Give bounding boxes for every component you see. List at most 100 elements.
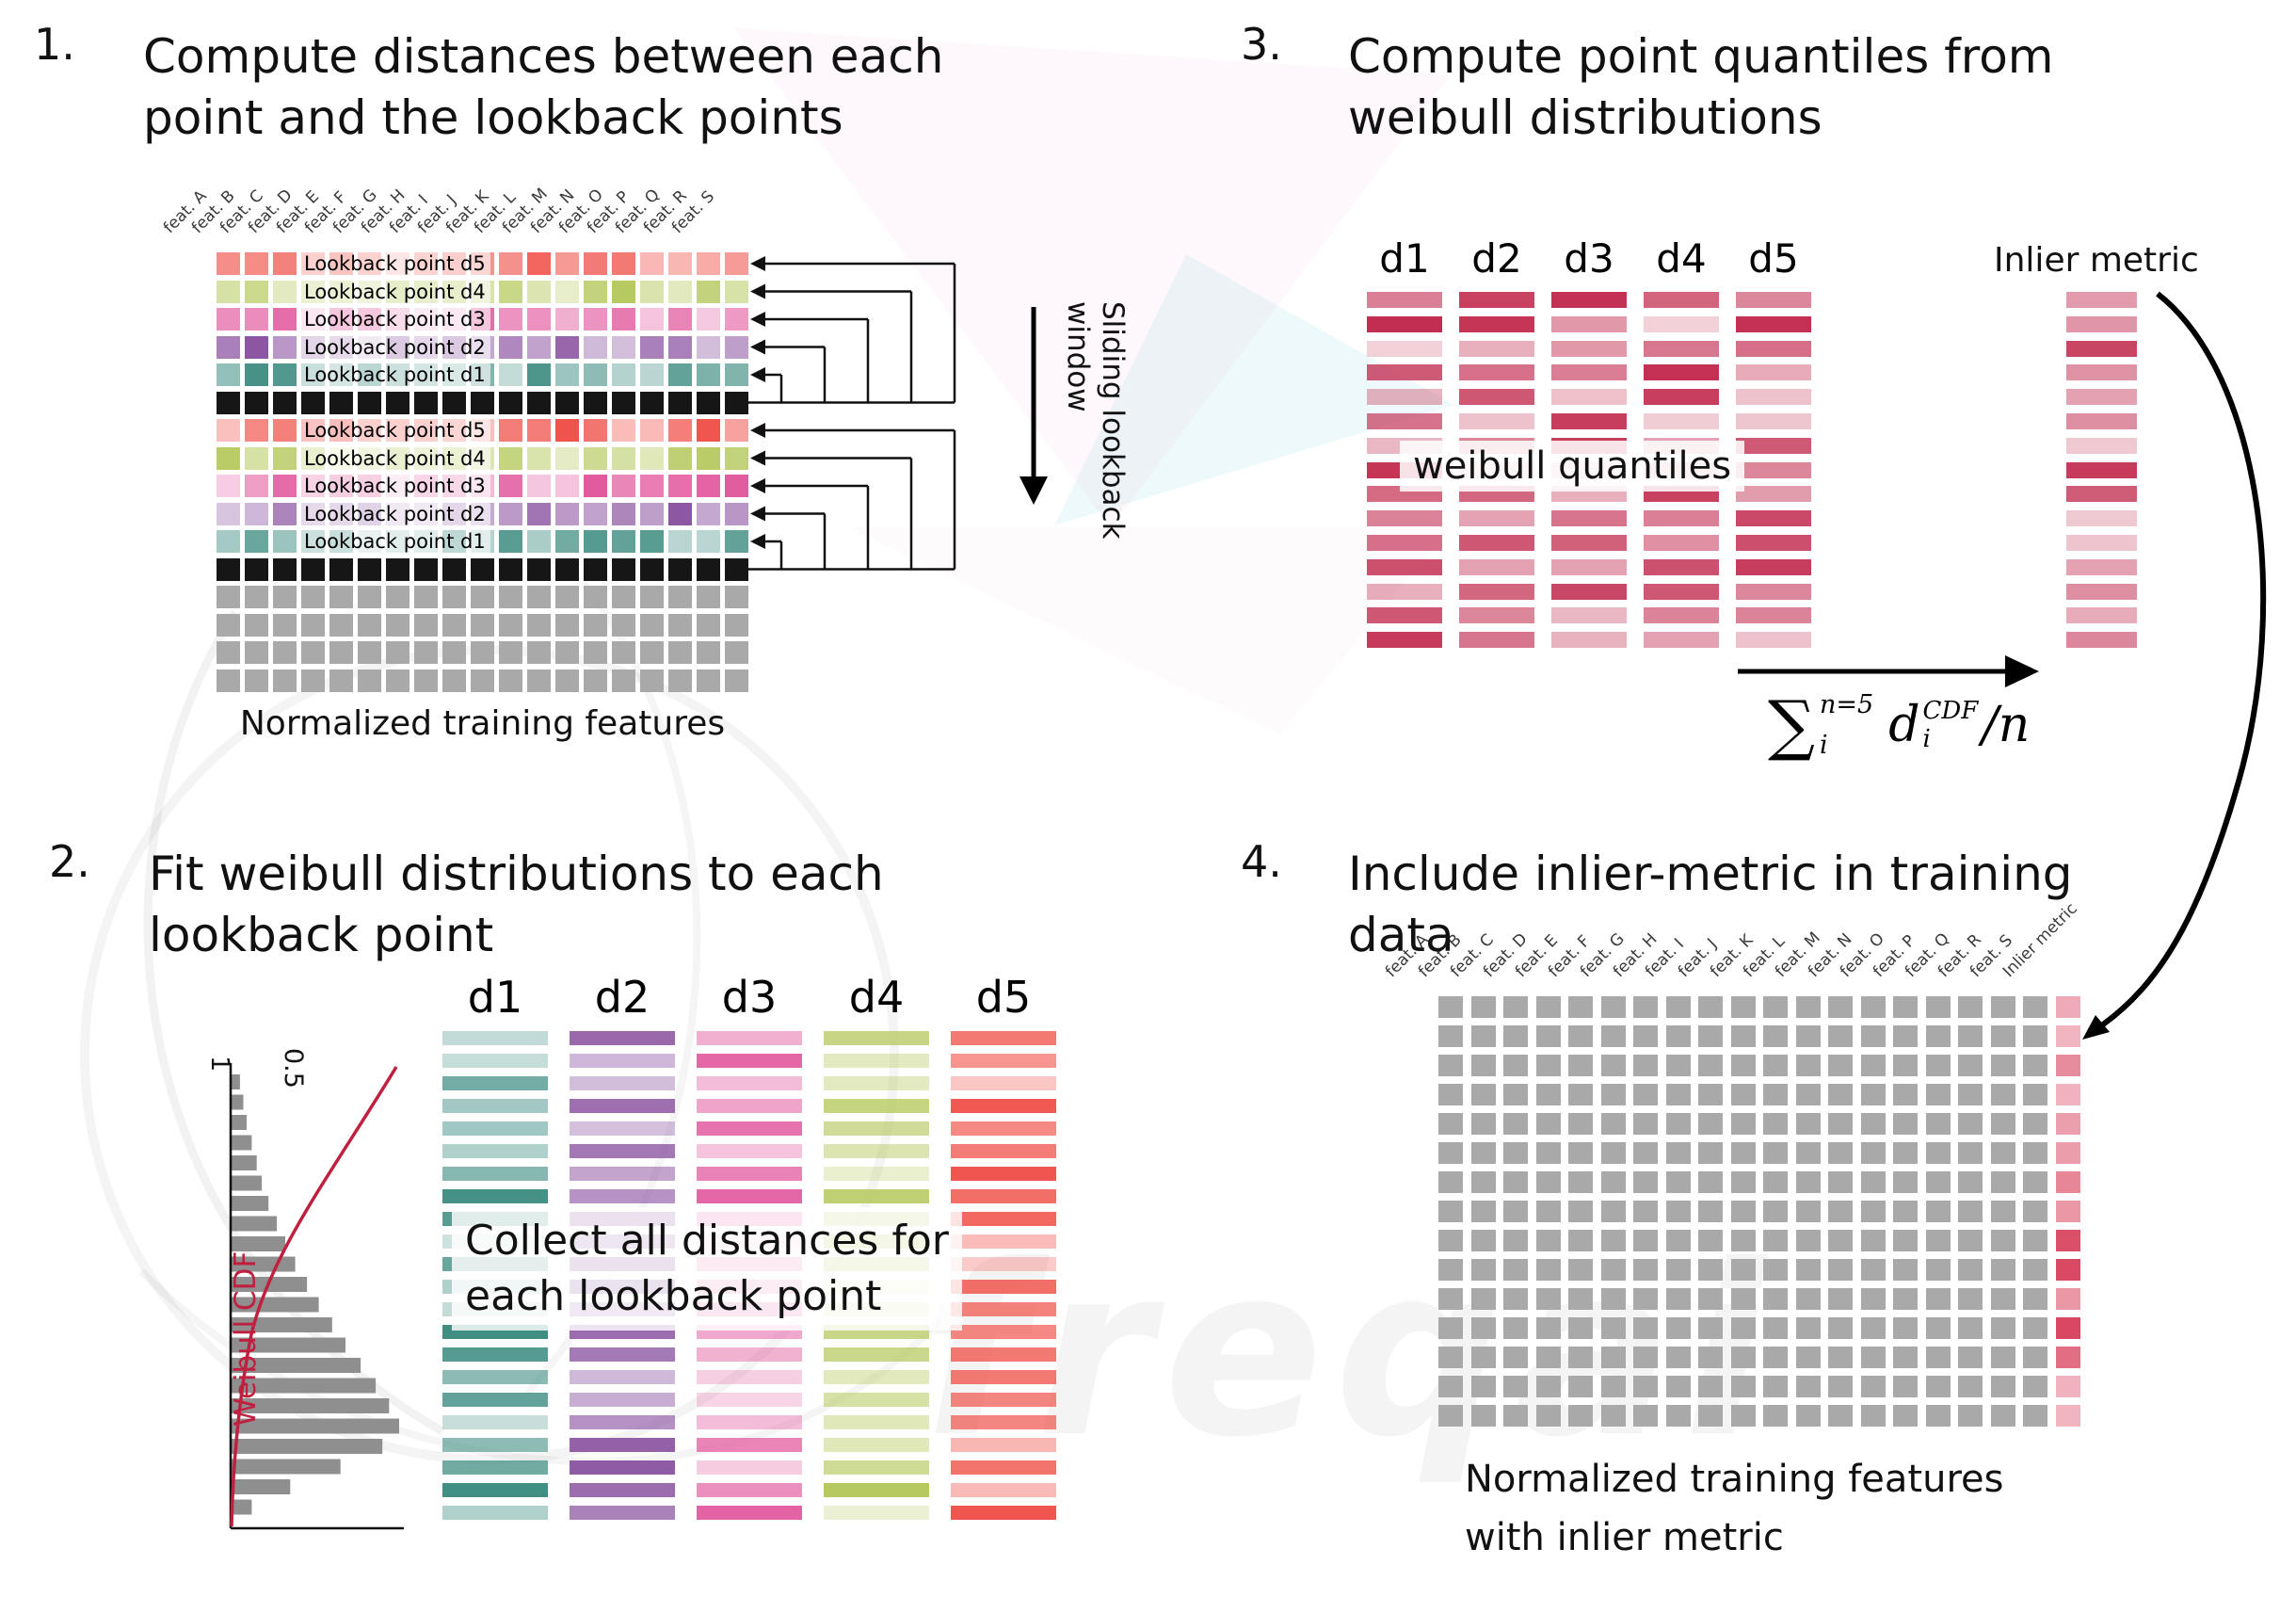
lookback-row-label: Lookback point d3 bbox=[299, 475, 490, 497]
grid-cell bbox=[1698, 1288, 1723, 1310]
grid-cell bbox=[1600, 1084, 1626, 1105]
grid-cell bbox=[1568, 1084, 1593, 1105]
grid-cell bbox=[612, 308, 635, 331]
inlier-cell bbox=[2055, 1171, 2080, 1193]
grid-cell bbox=[1730, 1288, 1756, 1310]
grid-cell bbox=[1698, 1142, 1723, 1164]
grid-cell bbox=[217, 502, 240, 525]
grid-cell bbox=[612, 446, 635, 470]
grid-cell bbox=[358, 586, 381, 608]
distance-bar bbox=[824, 1144, 929, 1158]
grid-cell bbox=[329, 557, 353, 581]
quantile-bar bbox=[1367, 607, 1442, 624]
distance-bar bbox=[570, 1370, 675, 1384]
distance-bar bbox=[442, 1438, 548, 1452]
grid-cell bbox=[1568, 1142, 1593, 1164]
grid-cell bbox=[1925, 1259, 1951, 1281]
grid-cell bbox=[1633, 1171, 1658, 1193]
grid-cell bbox=[1958, 1288, 1983, 1310]
grid-cell bbox=[273, 391, 297, 414]
grid-cell bbox=[668, 280, 692, 303]
grid-cell bbox=[697, 419, 720, 442]
quantile-bar bbox=[1551, 510, 1627, 527]
grid-cell bbox=[414, 613, 438, 637]
grid-cell bbox=[1535, 1317, 1561, 1339]
distance-bar bbox=[697, 1506, 802, 1520]
grid-cell bbox=[1763, 1142, 1788, 1164]
distance-column-label: d3 bbox=[721, 972, 778, 1023]
grid-cell bbox=[612, 586, 635, 608]
quantile-bar bbox=[1736, 461, 1811, 478]
distance-term: d bbox=[1888, 697, 1920, 753]
grid-cell bbox=[640, 557, 664, 581]
grid-cell bbox=[1503, 1259, 1528, 1281]
quantile-bar bbox=[1459, 292, 1534, 308]
grid-cell bbox=[1535, 1113, 1561, 1135]
grid-cell bbox=[1763, 1259, 1788, 1281]
inlier-metric-bar bbox=[2066, 486, 2137, 503]
grid-cell bbox=[301, 669, 325, 692]
grid-cell bbox=[1568, 1201, 1593, 1222]
inlier-metric-formula: ∑ n=5 i d CDF i /n bbox=[1768, 690, 2030, 760]
grid-cell bbox=[1795, 1025, 1821, 1047]
grid-cell bbox=[1503, 1171, 1528, 1193]
quantile-bar bbox=[1459, 583, 1534, 600]
grid-cell bbox=[1763, 1230, 1788, 1251]
histogram-bar bbox=[232, 1317, 332, 1332]
distance-bar bbox=[951, 1234, 1056, 1249]
grid-cell bbox=[584, 308, 607, 331]
grid-cell bbox=[1730, 1171, 1756, 1193]
grid-cell bbox=[273, 280, 297, 303]
grid-cell bbox=[1925, 996, 1951, 1018]
grid-cell bbox=[527, 446, 551, 470]
grid-cell bbox=[1633, 1288, 1658, 1310]
grid-cell bbox=[2023, 1347, 2047, 1368]
grid-cell bbox=[1990, 1405, 2015, 1427]
grid-cell bbox=[1633, 996, 1658, 1018]
step-4-number: 4. bbox=[1241, 836, 1282, 887]
distance-bar bbox=[442, 1347, 548, 1362]
grid-cell bbox=[1438, 1376, 1463, 1397]
grid-cell bbox=[1958, 1113, 1983, 1135]
step-3-title-line1: Compute point quantiles from bbox=[1348, 29, 2054, 84]
distance-bar bbox=[570, 1031, 675, 1045]
grid-cell bbox=[2023, 1376, 2047, 1397]
grid-cell bbox=[725, 669, 748, 692]
grid-cell bbox=[1438, 1142, 1463, 1164]
grid-cell bbox=[1665, 1171, 1691, 1193]
grid-cell bbox=[612, 335, 635, 359]
grid-cell bbox=[217, 280, 240, 303]
quantile-bar bbox=[1736, 437, 1811, 454]
grid-cell bbox=[527, 280, 551, 303]
quantile-bar bbox=[1459, 535, 1534, 551]
grid-cell bbox=[1698, 1113, 1723, 1135]
sliding-window-label: Sliding lookback window bbox=[1060, 301, 1130, 540]
grid-cell bbox=[273, 475, 297, 497]
quantile-bar bbox=[1551, 558, 1627, 575]
distance-column-label: d2 bbox=[594, 972, 650, 1023]
grid-cell bbox=[725, 641, 748, 664]
grid-cell bbox=[1893, 1084, 1918, 1105]
grid-cell bbox=[217, 475, 240, 497]
grid-cell bbox=[217, 363, 240, 386]
grid-cell bbox=[668, 335, 692, 359]
grid-cell bbox=[1730, 1201, 1756, 1222]
grid-cell bbox=[1568, 1376, 1593, 1397]
grid-cell bbox=[1828, 1142, 1853, 1164]
grid-cell bbox=[1503, 996, 1528, 1018]
quantile-bar bbox=[1367, 583, 1442, 600]
grid-cell bbox=[612, 530, 635, 553]
grid-cell bbox=[584, 641, 607, 664]
distance-column-label: d1 bbox=[467, 972, 523, 1023]
quantile-bar bbox=[1551, 389, 1627, 406]
grid-cell bbox=[1600, 1171, 1626, 1193]
distance-bar bbox=[951, 1257, 1056, 1271]
grid-cell bbox=[2023, 996, 2047, 1018]
histogram-bar bbox=[232, 1094, 244, 1110]
histogram-bar bbox=[232, 1297, 319, 1313]
grid-cell bbox=[499, 475, 522, 497]
quantile-bar bbox=[1551, 632, 1627, 649]
quantile-bar bbox=[1644, 558, 1719, 575]
grid-cell bbox=[442, 641, 466, 664]
grid-cell bbox=[668, 613, 692, 637]
